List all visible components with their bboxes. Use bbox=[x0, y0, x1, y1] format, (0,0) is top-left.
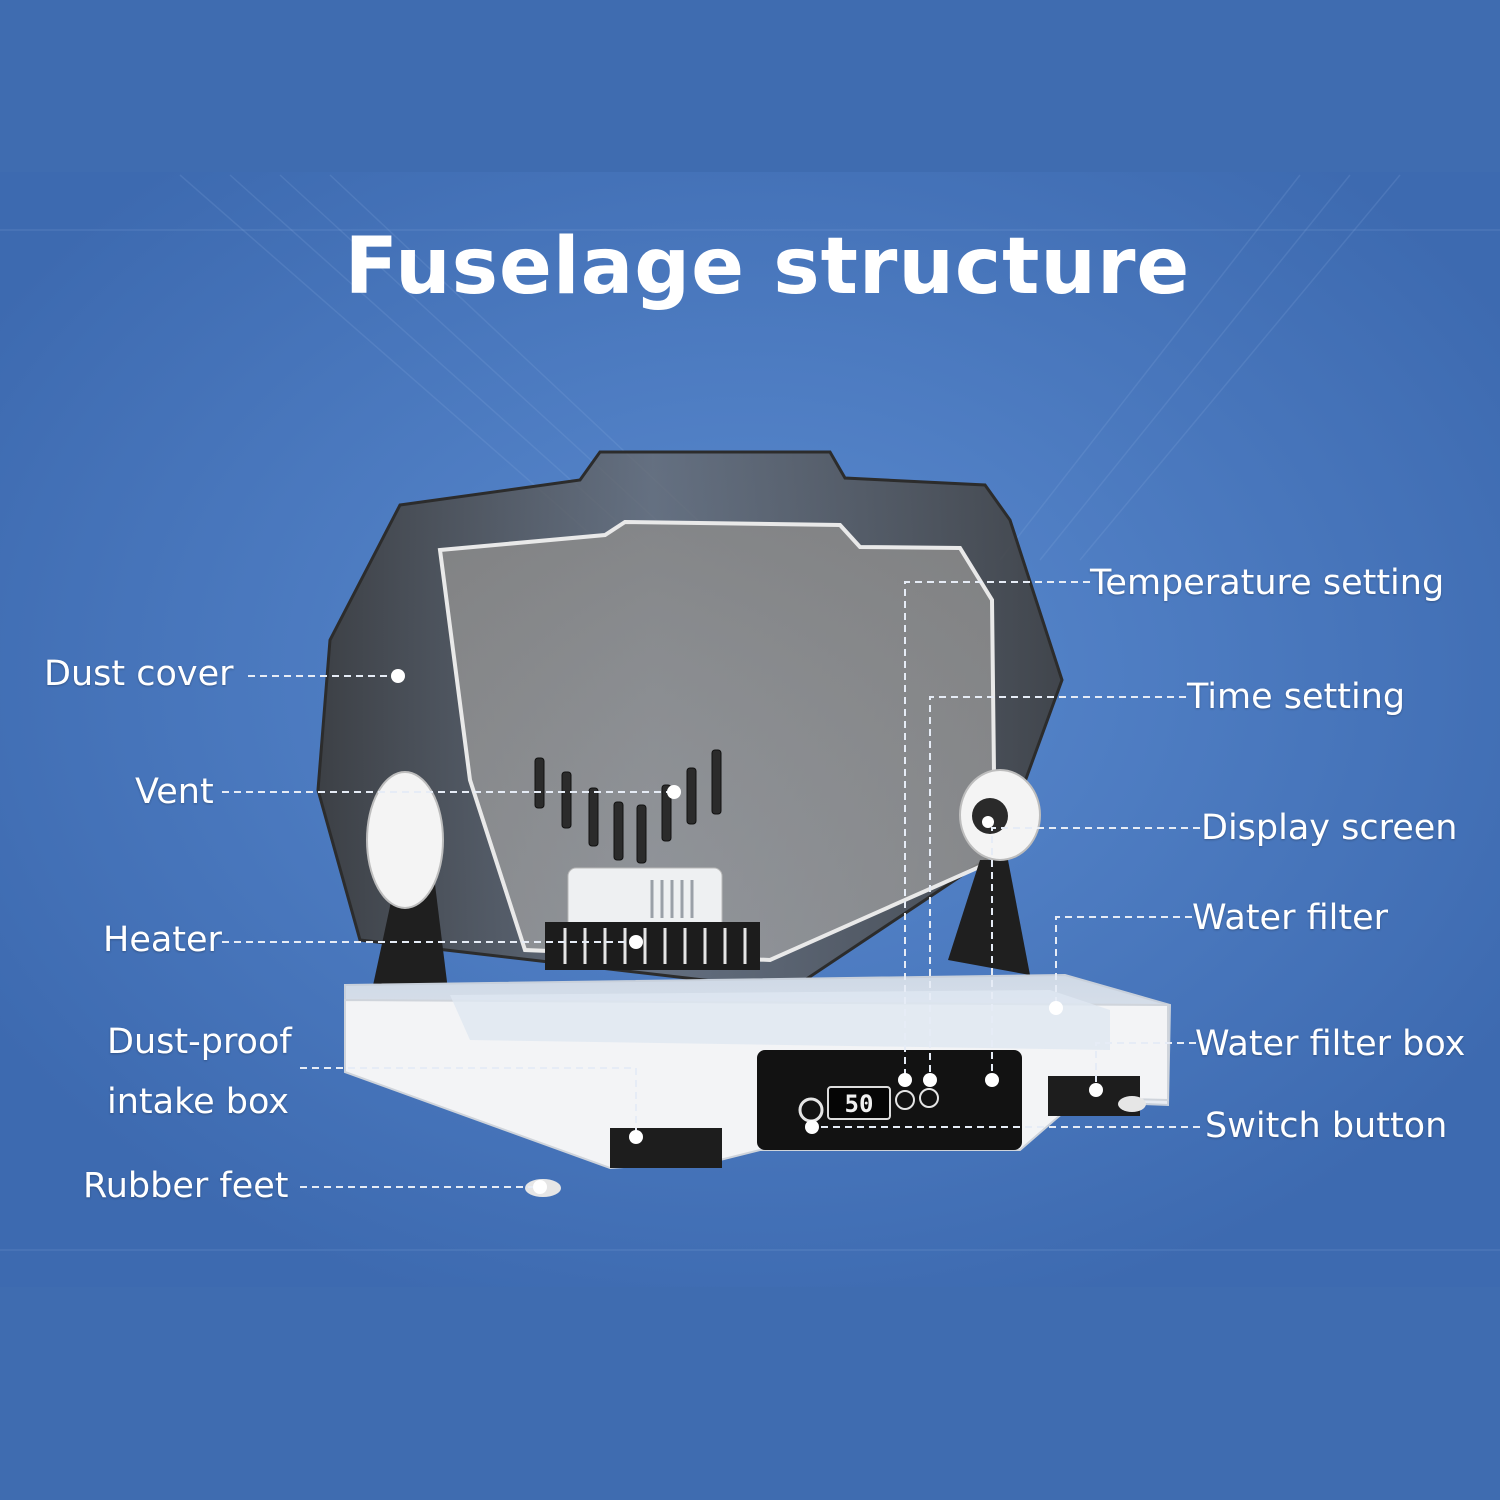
label-temperature-setting: Temperature setting bbox=[1090, 563, 1445, 603]
right-hinge-knob bbox=[972, 798, 1008, 834]
label-rubber-feet: Rubber feet bbox=[83, 1166, 289, 1206]
left-drawer bbox=[610, 1128, 722, 1168]
label-display-screen: Display screen bbox=[1201, 808, 1458, 848]
leader-dots bbox=[391, 669, 1103, 1194]
heater-fins bbox=[650, 880, 694, 918]
display-screen-body bbox=[827, 1086, 891, 1120]
temperature-button-icon[interactable] bbox=[895, 1090, 915, 1110]
dust-cover-inner bbox=[437, 519, 998, 963]
label-heater: Heater bbox=[103, 920, 222, 960]
label-dust-proof-intake-line1: Dust-proof bbox=[107, 1022, 292, 1062]
heater-grille bbox=[545, 922, 760, 970]
page-title: Fuselage structure bbox=[344, 222, 1191, 312]
label-dust-proof-intake-line2: intake box bbox=[107, 1082, 290, 1122]
heater-body bbox=[567, 867, 723, 931]
label-dust-cover: Dust cover bbox=[44, 654, 234, 694]
leader-lines bbox=[222, 581, 1200, 1188]
left-hinge-disc bbox=[366, 771, 444, 909]
right-hinge-stand bbox=[948, 860, 1030, 975]
tray-glass bbox=[450, 990, 1110, 1050]
label-time-setting: Time setting bbox=[1187, 677, 1406, 717]
vent-slots bbox=[534, 749, 722, 864]
light-streaks bbox=[0, 174, 1500, 1251]
label-vent: Vent bbox=[135, 772, 214, 812]
label-water-filter-box: Water filter box bbox=[1195, 1024, 1466, 1064]
label-switch-button: Switch button bbox=[1205, 1106, 1448, 1146]
label-water-filter: Water filter bbox=[1192, 898, 1389, 938]
time-button-icon[interactable] bbox=[919, 1088, 939, 1108]
rubber-foot-right bbox=[1118, 1096, 1146, 1112]
heater-grille-bars bbox=[563, 928, 747, 964]
display-reading: 50 bbox=[845, 1090, 874, 1118]
